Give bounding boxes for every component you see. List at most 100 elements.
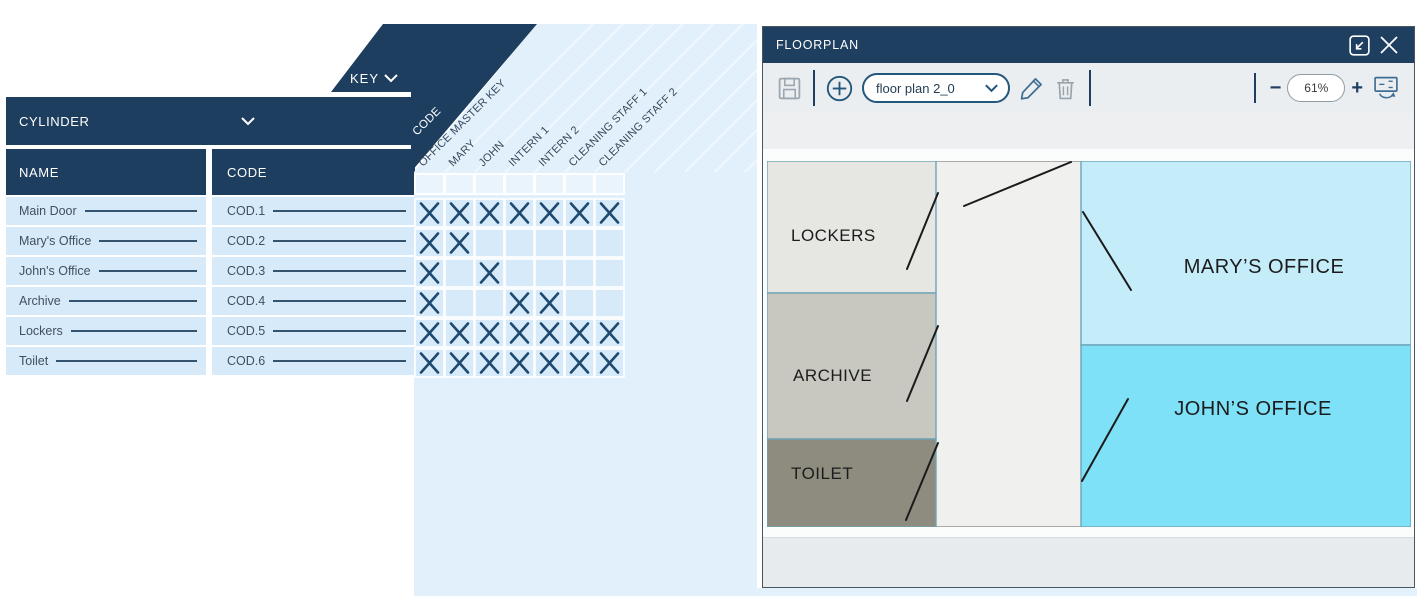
room-archive[interactable] — [767, 292, 937, 440]
matrix-cell[interactable] — [564, 288, 595, 318]
chevron-down-icon[interactable] — [384, 74, 398, 83]
close-icon — [1380, 36, 1398, 54]
x-mark — [419, 232, 440, 254]
zoom-controls: − 61% + — [1246, 73, 1404, 103]
fit-view-button[interactable] — [1373, 75, 1400, 101]
door-line — [905, 442, 939, 521]
restore-down-icon — [1348, 34, 1370, 56]
cylinder-code-cell: COD.5 — [212, 317, 415, 345]
floorplan-window: FLOORPLAN — [762, 26, 1415, 588]
cylinder-name-cell: Archive — [6, 287, 206, 315]
room-john-s-office[interactable] — [1080, 344, 1411, 527]
matrix-cell[interactable] — [534, 228, 565, 258]
trash-icon — [1057, 78, 1074, 99]
floorplan-toolbar: floor plan 2_0 — [763, 63, 1414, 113]
zoom-level-field[interactable]: 61% — [1287, 74, 1346, 102]
cylinder-code-cell: COD.4 — [212, 287, 415, 315]
room-toilet[interactable] — [767, 438, 937, 527]
matrix-header-cell — [594, 173, 625, 195]
leader-line — [56, 360, 197, 362]
matrix-header-cell — [414, 173, 445, 195]
x-mark — [419, 202, 440, 224]
matrix-header-cell — [564, 173, 595, 195]
x-mark — [419, 262, 440, 284]
zoom-in-button[interactable]: + — [1351, 76, 1363, 99]
x-mark — [599, 352, 620, 374]
matrix-header-cell — [444, 173, 475, 195]
matrix-cell[interactable] — [444, 258, 475, 288]
restore-window-button[interactable] — [1344, 32, 1374, 58]
floorplan-statusbar — [763, 537, 1414, 587]
x-mark — [599, 322, 620, 344]
matrix-cell[interactable] — [594, 258, 625, 288]
x-mark — [569, 202, 590, 224]
chevron-down-icon — [240, 117, 255, 126]
room-label: ARCHIVE — [793, 366, 872, 385]
leader-line — [273, 330, 406, 332]
matrix-cell[interactable] — [474, 288, 505, 318]
band-separator-line — [624, 24, 757, 173]
leader-line — [68, 300, 197, 302]
floorplan-titlebar[interactable]: FLOORPLAN — [763, 27, 1414, 63]
matrix-cell[interactable] — [504, 228, 535, 258]
leader-line — [98, 270, 197, 272]
matrix-cell[interactable] — [564, 258, 595, 288]
door-line — [963, 161, 1072, 207]
x-mark — [419, 352, 440, 374]
leader-line — [84, 210, 197, 212]
close-window-button[interactable] — [1374, 32, 1404, 58]
matrix-cell[interactable] — [534, 258, 565, 288]
delete-floorplan-button[interactable] — [1053, 76, 1078, 101]
edit-floorplan-button[interactable] — [1019, 75, 1045, 101]
matrix-header-cell — [504, 173, 535, 195]
room-mary-s-office[interactable] — [1080, 161, 1411, 346]
x-mark — [479, 202, 500, 224]
matrix-cell[interactable] — [504, 258, 535, 288]
key-dropdown-label[interactable]: KEY — [350, 71, 379, 86]
matrix-cell[interactable] — [474, 228, 505, 258]
matrix-cell[interactable] — [594, 228, 625, 258]
save-button[interactable] — [777, 76, 802, 101]
room-label: TOILET — [791, 464, 853, 483]
add-floorplan-button[interactable] — [826, 75, 853, 102]
matrix-cell[interactable] — [594, 288, 625, 318]
x-mark — [569, 322, 590, 344]
leader-line — [70, 330, 197, 332]
leader-line — [273, 240, 406, 242]
matrix-cell[interactable] — [444, 288, 475, 318]
zoom-out-button[interactable]: − — [1269, 76, 1282, 99]
room-lockers[interactable] — [767, 161, 937, 294]
x-mark — [419, 322, 440, 344]
matrix-header-cell — [474, 173, 505, 195]
band-separator-line — [564, 24, 714, 173]
leader-line — [273, 210, 406, 212]
x-mark — [539, 202, 560, 224]
band-separator-line — [654, 24, 757, 173]
floorplan-selector[interactable]: floor plan 2_0 — [862, 73, 1010, 103]
band-separator-line — [594, 24, 744, 173]
cylinder-code-cell: COD.1 — [212, 197, 415, 225]
door-line — [1081, 398, 1129, 482]
chevron-down-icon — [985, 84, 998, 93]
cylinder-dropdown[interactable]: CYLINDER — [6, 97, 415, 145]
cylinder-name-cell: Lockers — [6, 317, 206, 345]
room-label: LOCKERS — [791, 226, 876, 245]
matrix-cell[interactable] — [564, 228, 595, 258]
x-mark — [479, 262, 500, 284]
save-floppy-icon — [778, 77, 801, 99]
door-line — [906, 325, 939, 402]
cylinder-code-cell: COD.6 — [212, 347, 415, 375]
name-header-label: NAME — [19, 164, 59, 180]
cylinder-name-cell: John's Office — [6, 257, 206, 285]
x-mark — [509, 322, 530, 344]
x-mark — [599, 202, 620, 224]
leader-line — [273, 360, 406, 362]
